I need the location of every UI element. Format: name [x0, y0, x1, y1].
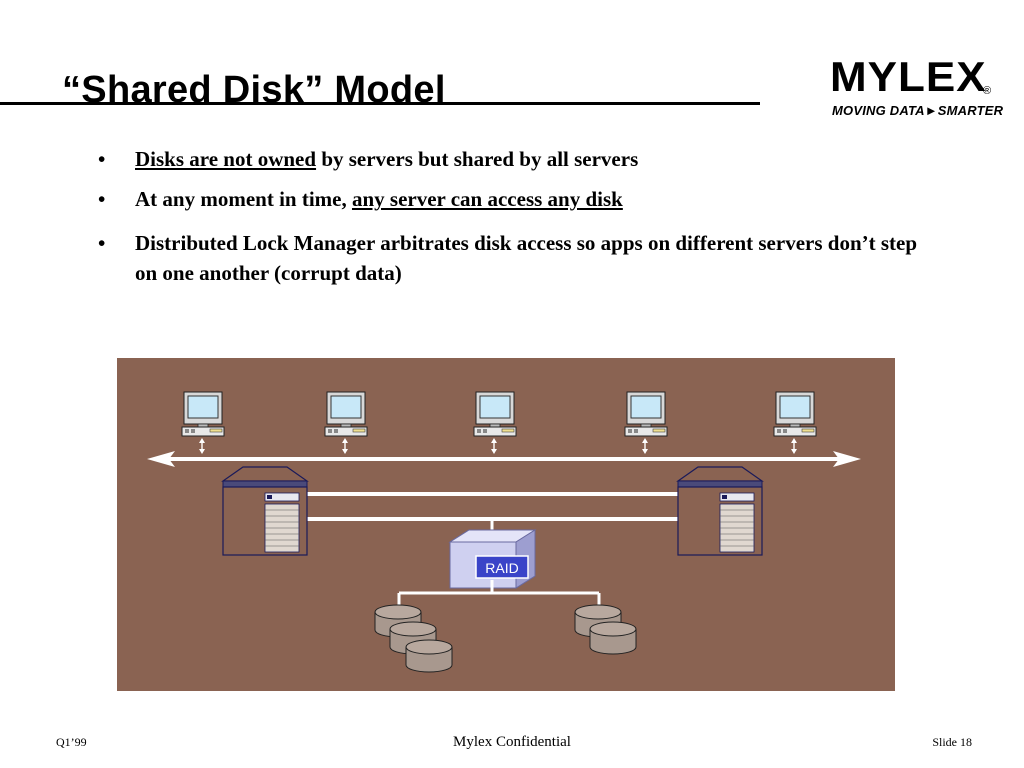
- logo-registered-mark: ®: [983, 85, 992, 97]
- bullet-marker: •: [98, 147, 106, 171]
- footer-confidential: Mylex Confidential: [453, 734, 571, 750]
- raid-enclosure: RAID: [448, 529, 537, 589]
- logo-wordmark: MYLEX: [830, 54, 987, 101]
- network-bus: [147, 451, 861, 467]
- footer-slide-number: Slide 18: [932, 735, 972, 749]
- bullet-list: • Disks are not owned by servers but sha…: [98, 144, 918, 288]
- disk-drive: [405, 639, 453, 673]
- raid-label: RAID: [485, 560, 518, 576]
- bullet-text: by servers but shared by all servers: [316, 147, 639, 171]
- mylex-logo: MYLEX ® MOVING DATA►SMARTER: [830, 54, 1004, 126]
- client-workstation: [473, 391, 517, 437]
- bullet-item: • Disks are not owned by servers but sha…: [98, 144, 918, 174]
- client-workstation: [324, 391, 368, 437]
- bullet-text: At any moment in time,: [135, 187, 352, 211]
- client-workstation: [624, 391, 668, 437]
- disk-tree-lines: [397, 580, 601, 606]
- bullet-marker: •: [98, 231, 106, 255]
- title-underline: [0, 102, 760, 105]
- bullet-item: • Distributed Lock Manager arbitrates di…: [98, 228, 918, 288]
- client-workstation: [181, 391, 225, 437]
- bullet-text: Distributed Lock Manager arbitrates disk…: [135, 231, 918, 285]
- logo-tagline: MOVING DATA►SMARTER: [832, 103, 1004, 118]
- shared-disk-diagram: RAID: [117, 358, 895, 691]
- footer-quarter: Q1’99: [56, 735, 87, 749]
- bullet-item: • At any moment in time, any server can …: [98, 184, 918, 214]
- slide-title: “Shared Disk” Model: [62, 69, 446, 111]
- bullet-underlined-text: any server can access any disk: [351, 187, 623, 211]
- server: [222, 466, 308, 556]
- bullet-underlined-text: Disks are not owned: [135, 147, 317, 171]
- bullet-marker: •: [98, 187, 106, 211]
- client-workstation: [773, 391, 817, 437]
- server: [677, 466, 763, 556]
- disk-drive: [589, 621, 637, 655]
